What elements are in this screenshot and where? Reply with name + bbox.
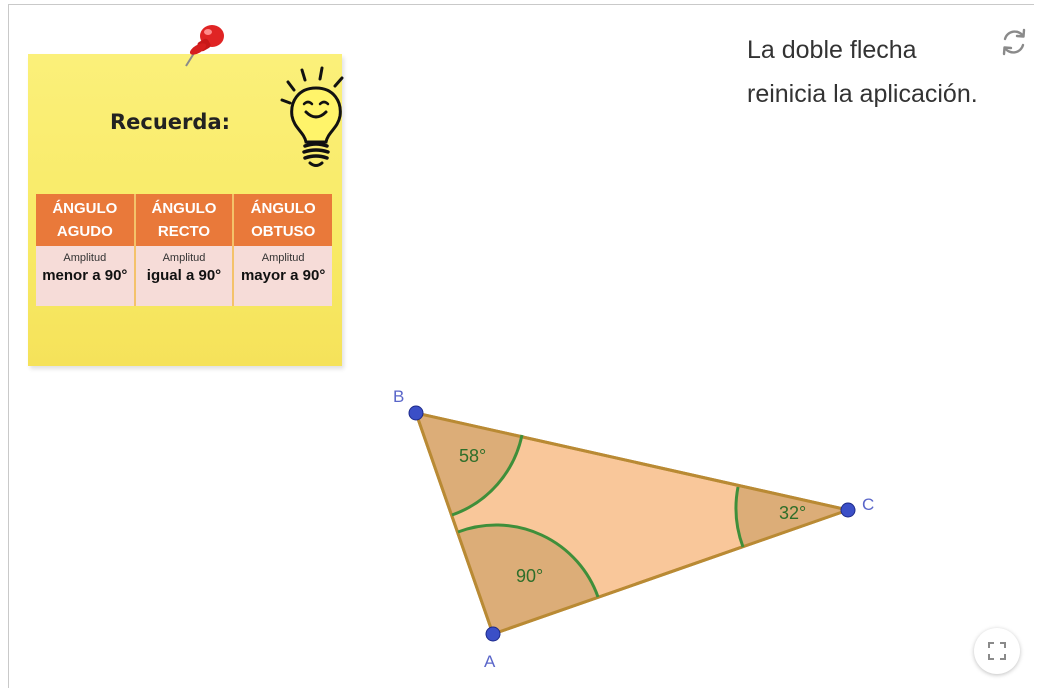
applet-frame [8,4,1034,688]
fullscreen-button[interactable] [974,628,1020,674]
point-a[interactable] [485,626,501,642]
refresh-icon[interactable] [996,24,1032,60]
reset-instructions: La doble flecha reinicia la aplicación. [747,28,1032,116]
point-b[interactable] [408,405,424,421]
note-title: Recuerda: [110,110,231,134]
reset-line-2: reinicia la aplicación. [747,80,978,108]
pushpin-icon [185,25,224,67]
lightbulb-icon [280,66,344,167]
fullscreen-icon [988,642,1006,660]
point-c[interactable] [840,502,856,518]
reset-line-1: La doble flecha [747,36,917,64]
